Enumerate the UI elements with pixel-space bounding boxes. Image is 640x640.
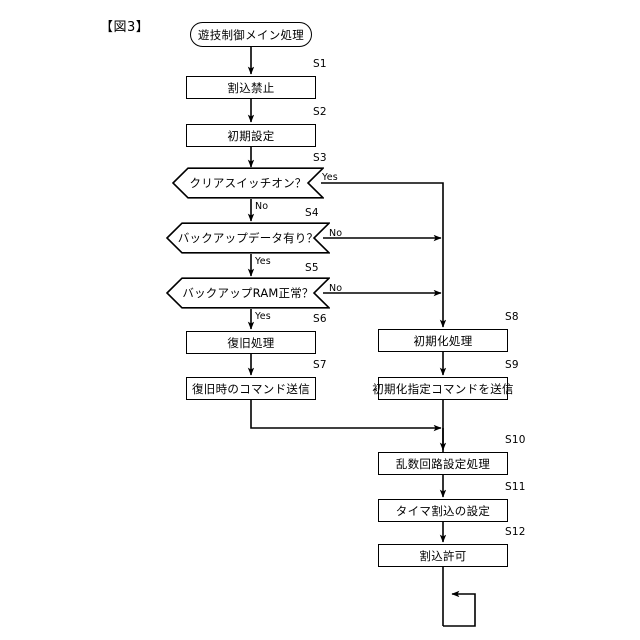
step-tag-s3: S3 <box>313 152 327 164</box>
step-tag-s5: S5 <box>305 262 319 274</box>
node-s11-label: タイマ割込の設定 <box>395 503 491 518</box>
node-start: 遊技制御メイン処理 <box>190 22 312 47</box>
node-s9-label: 初期化指定コマンドを送信 <box>372 381 514 396</box>
figure-label: 【図3】 <box>100 20 150 35</box>
step-tag-s12: S12 <box>505 526 526 538</box>
decision-shape-s3 <box>172 167 324 199</box>
step-tag-s7: S7 <box>313 359 327 371</box>
node-s4-label: バックアップデータ有り？ <box>177 231 319 245</box>
node-s5: バックアップRAM正常？ <box>166 277 330 309</box>
branch-label-s3-yes: Yes <box>322 172 338 183</box>
node-s10-label: 乱数回路設定処理 <box>395 456 491 471</box>
node-s10: 乱数回路設定処理 <box>378 452 508 475</box>
node-s3-label: クリアスイッチオン？ <box>189 176 307 190</box>
step-tag-s10: S10 <box>505 434 526 446</box>
step-tag-s11: S11 <box>505 481 526 493</box>
branch-label-s3-no: No <box>255 201 269 212</box>
node-s6: 復旧処理 <box>186 331 316 354</box>
branch-label-s5-yes: Yes <box>255 311 271 322</box>
step-tag-s2: S2 <box>313 106 327 118</box>
decision-shape-s4 <box>166 222 330 254</box>
node-s1: 割込禁止 <box>186 76 316 99</box>
branch-label-s4-yes: Yes <box>255 256 271 267</box>
node-s12-label: 割込許可 <box>419 548 467 563</box>
node-s11: タイマ割込の設定 <box>378 499 508 522</box>
node-s7-label: 復旧時のコマンド送信 <box>192 381 310 396</box>
step-tag-s6: S6 <box>313 313 327 325</box>
decision-shape-s5 <box>166 277 330 309</box>
node-s8-label: 初期化処理 <box>413 333 473 348</box>
node-s2-label: 初期設定 <box>227 128 275 143</box>
branch-label-s5-no: No <box>329 283 343 294</box>
node-s4: バックアップデータ有り？ <box>166 222 330 254</box>
node-s7: 復旧時のコマンド送信 <box>186 377 316 400</box>
step-tag-s9: S9 <box>505 359 519 371</box>
step-tag-s8: S8 <box>505 311 519 323</box>
step-tag-s1: S1 <box>313 58 327 70</box>
step-tag-s4: S4 <box>305 207 319 219</box>
node-start-label: 遊技制御メイン処理 <box>197 27 305 42</box>
branch-label-s4-no: No <box>329 228 343 239</box>
node-s5-label: バックアップRAM正常？ <box>182 286 314 300</box>
node-s9: 初期化指定コマンドを送信 <box>372 377 514 400</box>
node-s3: クリアスイッチオン？ <box>172 167 324 199</box>
node-s6-label: 復旧処理 <box>227 335 275 350</box>
node-s8: 初期化処理 <box>378 329 508 352</box>
node-s1-label: 割込禁止 <box>227 80 275 95</box>
node-s2: 初期設定 <box>186 124 316 147</box>
node-s12: 割込許可 <box>378 544 508 567</box>
